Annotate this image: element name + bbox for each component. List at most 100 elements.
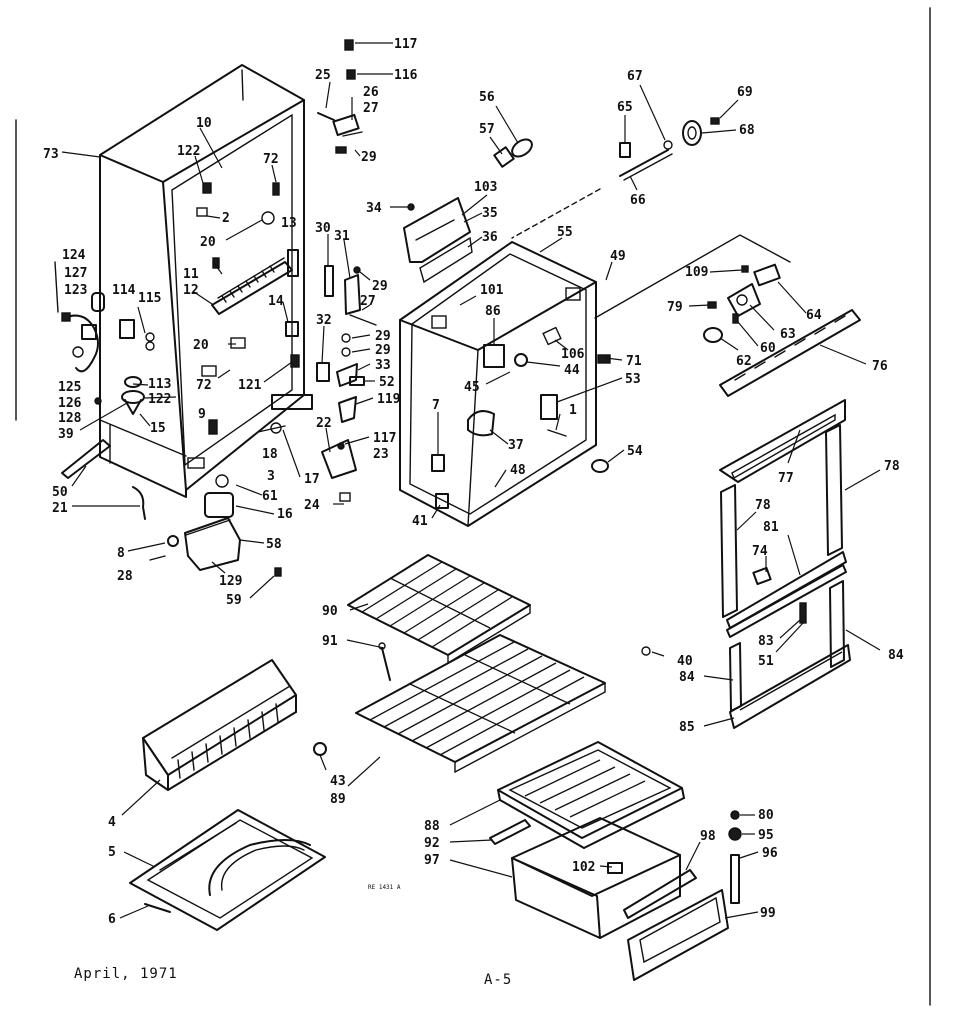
callout-5: 5 bbox=[108, 845, 116, 860]
callout-59: 59 bbox=[226, 593, 242, 608]
leader-lines bbox=[61, 42, 881, 919]
door-gaskets bbox=[719, 399, 851, 729]
callout-26: 26 bbox=[363, 85, 379, 100]
callout-20: 20 bbox=[200, 235, 216, 250]
callout-72b: 72 bbox=[196, 378, 212, 393]
callout-72: 72 bbox=[263, 152, 279, 167]
thermostat-assembly bbox=[594, 234, 861, 397]
callout-91: 91 bbox=[322, 634, 338, 649]
callout-117: 117 bbox=[394, 37, 417, 52]
drawing-code: RE 1431 A bbox=[368, 884, 401, 891]
callout-20b: 20 bbox=[193, 338, 209, 353]
callout-81: 81 bbox=[763, 520, 779, 535]
callout-56: 56 bbox=[479, 90, 495, 105]
callout-62: 62 bbox=[736, 354, 752, 369]
top-hinge-parts bbox=[317, 39, 363, 154]
callout-21: 21 bbox=[52, 501, 68, 516]
callout-77: 77 bbox=[778, 471, 794, 486]
callout-63: 63 bbox=[780, 327, 796, 342]
callout-29: 29 bbox=[361, 150, 377, 165]
callout-113: 113 bbox=[148, 377, 171, 392]
callout-106: 106 bbox=[561, 347, 585, 362]
callout-109: 109 bbox=[685, 265, 708, 280]
callout-126: 126 bbox=[58, 396, 82, 411]
callout-84: 84 bbox=[888, 648, 904, 663]
shelf-lower bbox=[313, 634, 651, 773]
callout-124: 124 bbox=[62, 248, 86, 263]
callout-122b: 122 bbox=[148, 392, 171, 407]
callout-98: 98 bbox=[700, 829, 716, 844]
callout-69: 69 bbox=[737, 85, 753, 100]
callout-71: 71 bbox=[626, 354, 642, 369]
relay-bracket-assembly bbox=[149, 474, 282, 577]
callout-29d: 29 bbox=[375, 343, 391, 358]
callout-84b: 84 bbox=[679, 670, 695, 685]
callout-66: 66 bbox=[630, 193, 646, 208]
callout-83: 83 bbox=[758, 634, 774, 649]
evaporator-baffle bbox=[211, 249, 299, 315]
crisper-assembly bbox=[489, 741, 742, 981]
callout-88: 88 bbox=[424, 819, 440, 834]
callout-16: 16 bbox=[277, 507, 293, 522]
callout-80: 80 bbox=[758, 808, 774, 823]
shelf-upper bbox=[347, 554, 531, 664]
callout-1: 1 bbox=[569, 403, 577, 418]
callout-3: 3 bbox=[267, 469, 275, 484]
callout-127: 127 bbox=[64, 266, 87, 281]
liner bbox=[399, 241, 611, 527]
callout-31: 31 bbox=[334, 229, 350, 244]
callout-95: 95 bbox=[758, 828, 774, 843]
callout-64: 64 bbox=[806, 308, 822, 323]
callout-4: 4 bbox=[108, 815, 116, 830]
callout-32: 32 bbox=[316, 313, 332, 328]
control-housing bbox=[403, 197, 473, 284]
drain-pan bbox=[129, 809, 326, 931]
callout-49: 49 bbox=[610, 249, 626, 264]
callout-52: 52 bbox=[379, 375, 395, 390]
callout-61: 61 bbox=[262, 489, 278, 504]
callout-102: 102 bbox=[572, 860, 595, 875]
callout-50: 50 bbox=[52, 485, 68, 500]
callout-40: 40 bbox=[677, 654, 693, 669]
callout-11: 11 bbox=[183, 267, 199, 282]
callout-73: 73 bbox=[43, 147, 59, 162]
callout-41: 41 bbox=[412, 514, 428, 529]
callout-30: 30 bbox=[315, 221, 331, 236]
footer-page-number: A-5 bbox=[484, 972, 512, 988]
callout-128: 128 bbox=[58, 411, 82, 426]
callout-119: 119 bbox=[377, 392, 400, 407]
callout-25: 25 bbox=[315, 68, 331, 83]
callout-2: 2 bbox=[222, 211, 230, 226]
callout-121: 121 bbox=[238, 378, 262, 393]
callout-24: 24 bbox=[304, 498, 320, 513]
callout-115: 115 bbox=[138, 291, 161, 306]
callout-48: 48 bbox=[510, 463, 526, 478]
footer-date: April, 1971 bbox=[74, 966, 178, 982]
shelf-support-rod bbox=[378, 642, 391, 681]
callout-8: 8 bbox=[117, 546, 125, 561]
toe-grille bbox=[142, 659, 297, 791]
callout-28: 28 bbox=[117, 569, 133, 584]
callout-17: 17 bbox=[304, 472, 320, 487]
callout-14: 14 bbox=[268, 294, 284, 309]
callout-85: 85 bbox=[679, 720, 695, 735]
cabinet-hardware bbox=[119, 182, 313, 469]
callout-78b: 78 bbox=[755, 498, 771, 513]
callout-60: 60 bbox=[760, 341, 776, 356]
damper-control bbox=[511, 117, 720, 239]
callout-34: 34 bbox=[366, 201, 382, 216]
callout-57: 57 bbox=[479, 122, 495, 137]
callout-39: 39 bbox=[58, 427, 74, 442]
callout-129: 129 bbox=[219, 574, 242, 589]
callout-123: 123 bbox=[64, 283, 87, 298]
callout-101: 101 bbox=[480, 283, 504, 298]
callout-18: 18 bbox=[262, 447, 278, 462]
callout-13: 13 bbox=[281, 216, 297, 231]
callout-15: 15 bbox=[150, 421, 166, 436]
callout-9: 9 bbox=[198, 407, 206, 422]
callout-53: 53 bbox=[625, 372, 641, 387]
callout-29c: 29 bbox=[375, 329, 391, 344]
callout-27: 27 bbox=[363, 101, 379, 116]
callout-37: 37 bbox=[508, 438, 524, 453]
